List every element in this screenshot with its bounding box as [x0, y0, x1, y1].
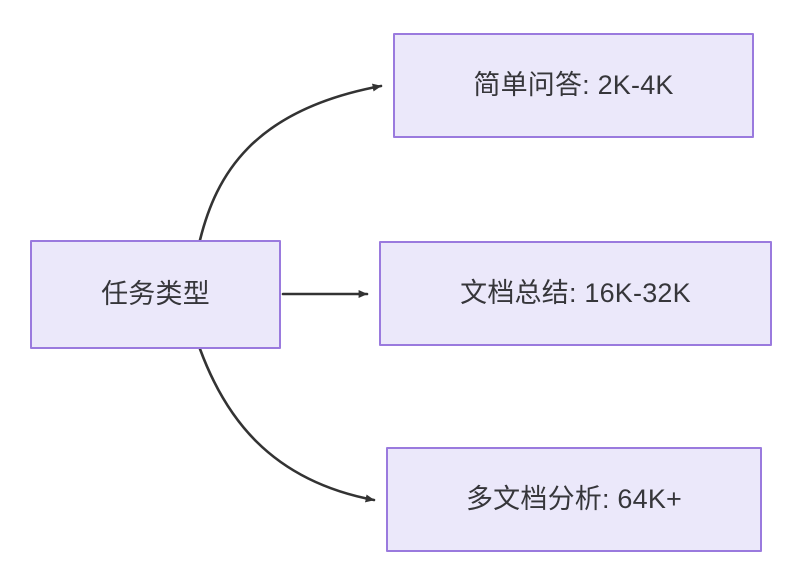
edge-source-to-multi-doc — [198, 347, 376, 503]
node-multi-doc[interactable]: 多文档分析: 64K+ — [386, 447, 762, 552]
node-simple-qa[interactable]: 简单问答: 2K-4K — [393, 33, 754, 138]
node-task-type-label: 任务类型 — [101, 278, 210, 309]
node-task-type[interactable]: 任务类型 — [30, 240, 281, 349]
node-simple-qa-label: 简单问答: 2K-4K — [473, 69, 674, 100]
node-doc-summary-label: 文档总结: 16K-32K — [460, 277, 691, 308]
node-multi-doc-label: 多文档分析: 64K+ — [465, 483, 682, 514]
node-doc-summary[interactable]: 文档总结: 16K-32K — [379, 241, 772, 346]
edge-source-to-simple-qa — [198, 83, 383, 242]
